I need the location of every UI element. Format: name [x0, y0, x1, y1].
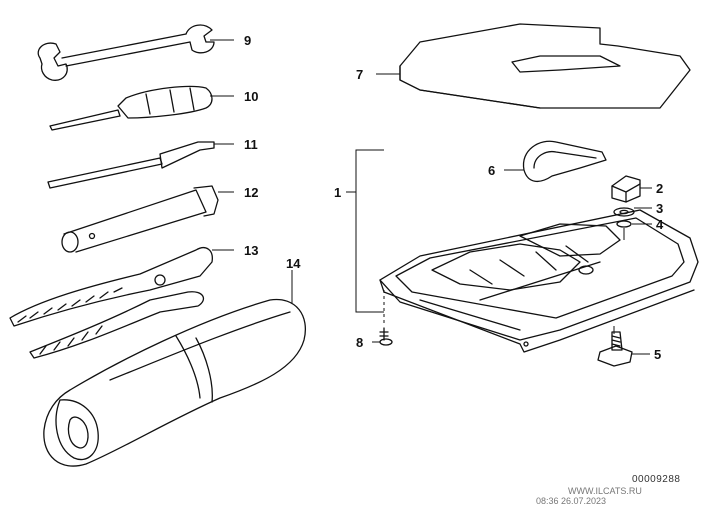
callout-5: 5 [654, 347, 661, 362]
callout-9: 9 [244, 33, 251, 48]
wing-bolt-part-5[interactable] [597, 326, 650, 367]
pin-part-11[interactable] [47, 141, 234, 189]
screwdriver-part-10[interactable] [49, 85, 234, 131]
callout-7: 7 [356, 67, 363, 82]
callout-1: 1 [334, 185, 341, 200]
callout-12: 12 [244, 185, 258, 200]
washer-part-4[interactable] [616, 220, 652, 240]
document-number: 00009288 [632, 474, 681, 485]
callout-8: 8 [356, 335, 363, 350]
callout-10: 10 [244, 89, 258, 104]
watermark-site: WWW.ILCATS.RU [568, 486, 642, 496]
callout-3: 3 [656, 201, 663, 216]
tool-tray[interactable] [379, 209, 699, 353]
callout-2: 2 [656, 181, 663, 196]
tool-bag-part-14[interactable] [43, 270, 306, 467]
callout-11: 11 [244, 137, 258, 152]
screw-part-8[interactable] [372, 290, 393, 346]
socket-wrench-part-12[interactable] [61, 185, 234, 253]
strap-clip-part-6[interactable] [504, 140, 607, 182]
wrench-part-9[interactable] [37, 24, 234, 81]
pliers-part-13[interactable] [9, 247, 234, 359]
callout-13: 13 [244, 243, 258, 258]
callout-4: 4 [656, 217, 664, 232]
assembly-bracket-part-1 [346, 149, 384, 313]
washer-part-3[interactable] [613, 207, 652, 217]
cover-pad-part-7[interactable] [376, 23, 691, 109]
callout-6: 6 [488, 163, 495, 178]
watermark-timestamp: 08:36 26.07.2023 [536, 496, 606, 506]
clamp-nut-part-2[interactable] [611, 175, 652, 203]
callout-14: 14 [286, 256, 301, 271]
